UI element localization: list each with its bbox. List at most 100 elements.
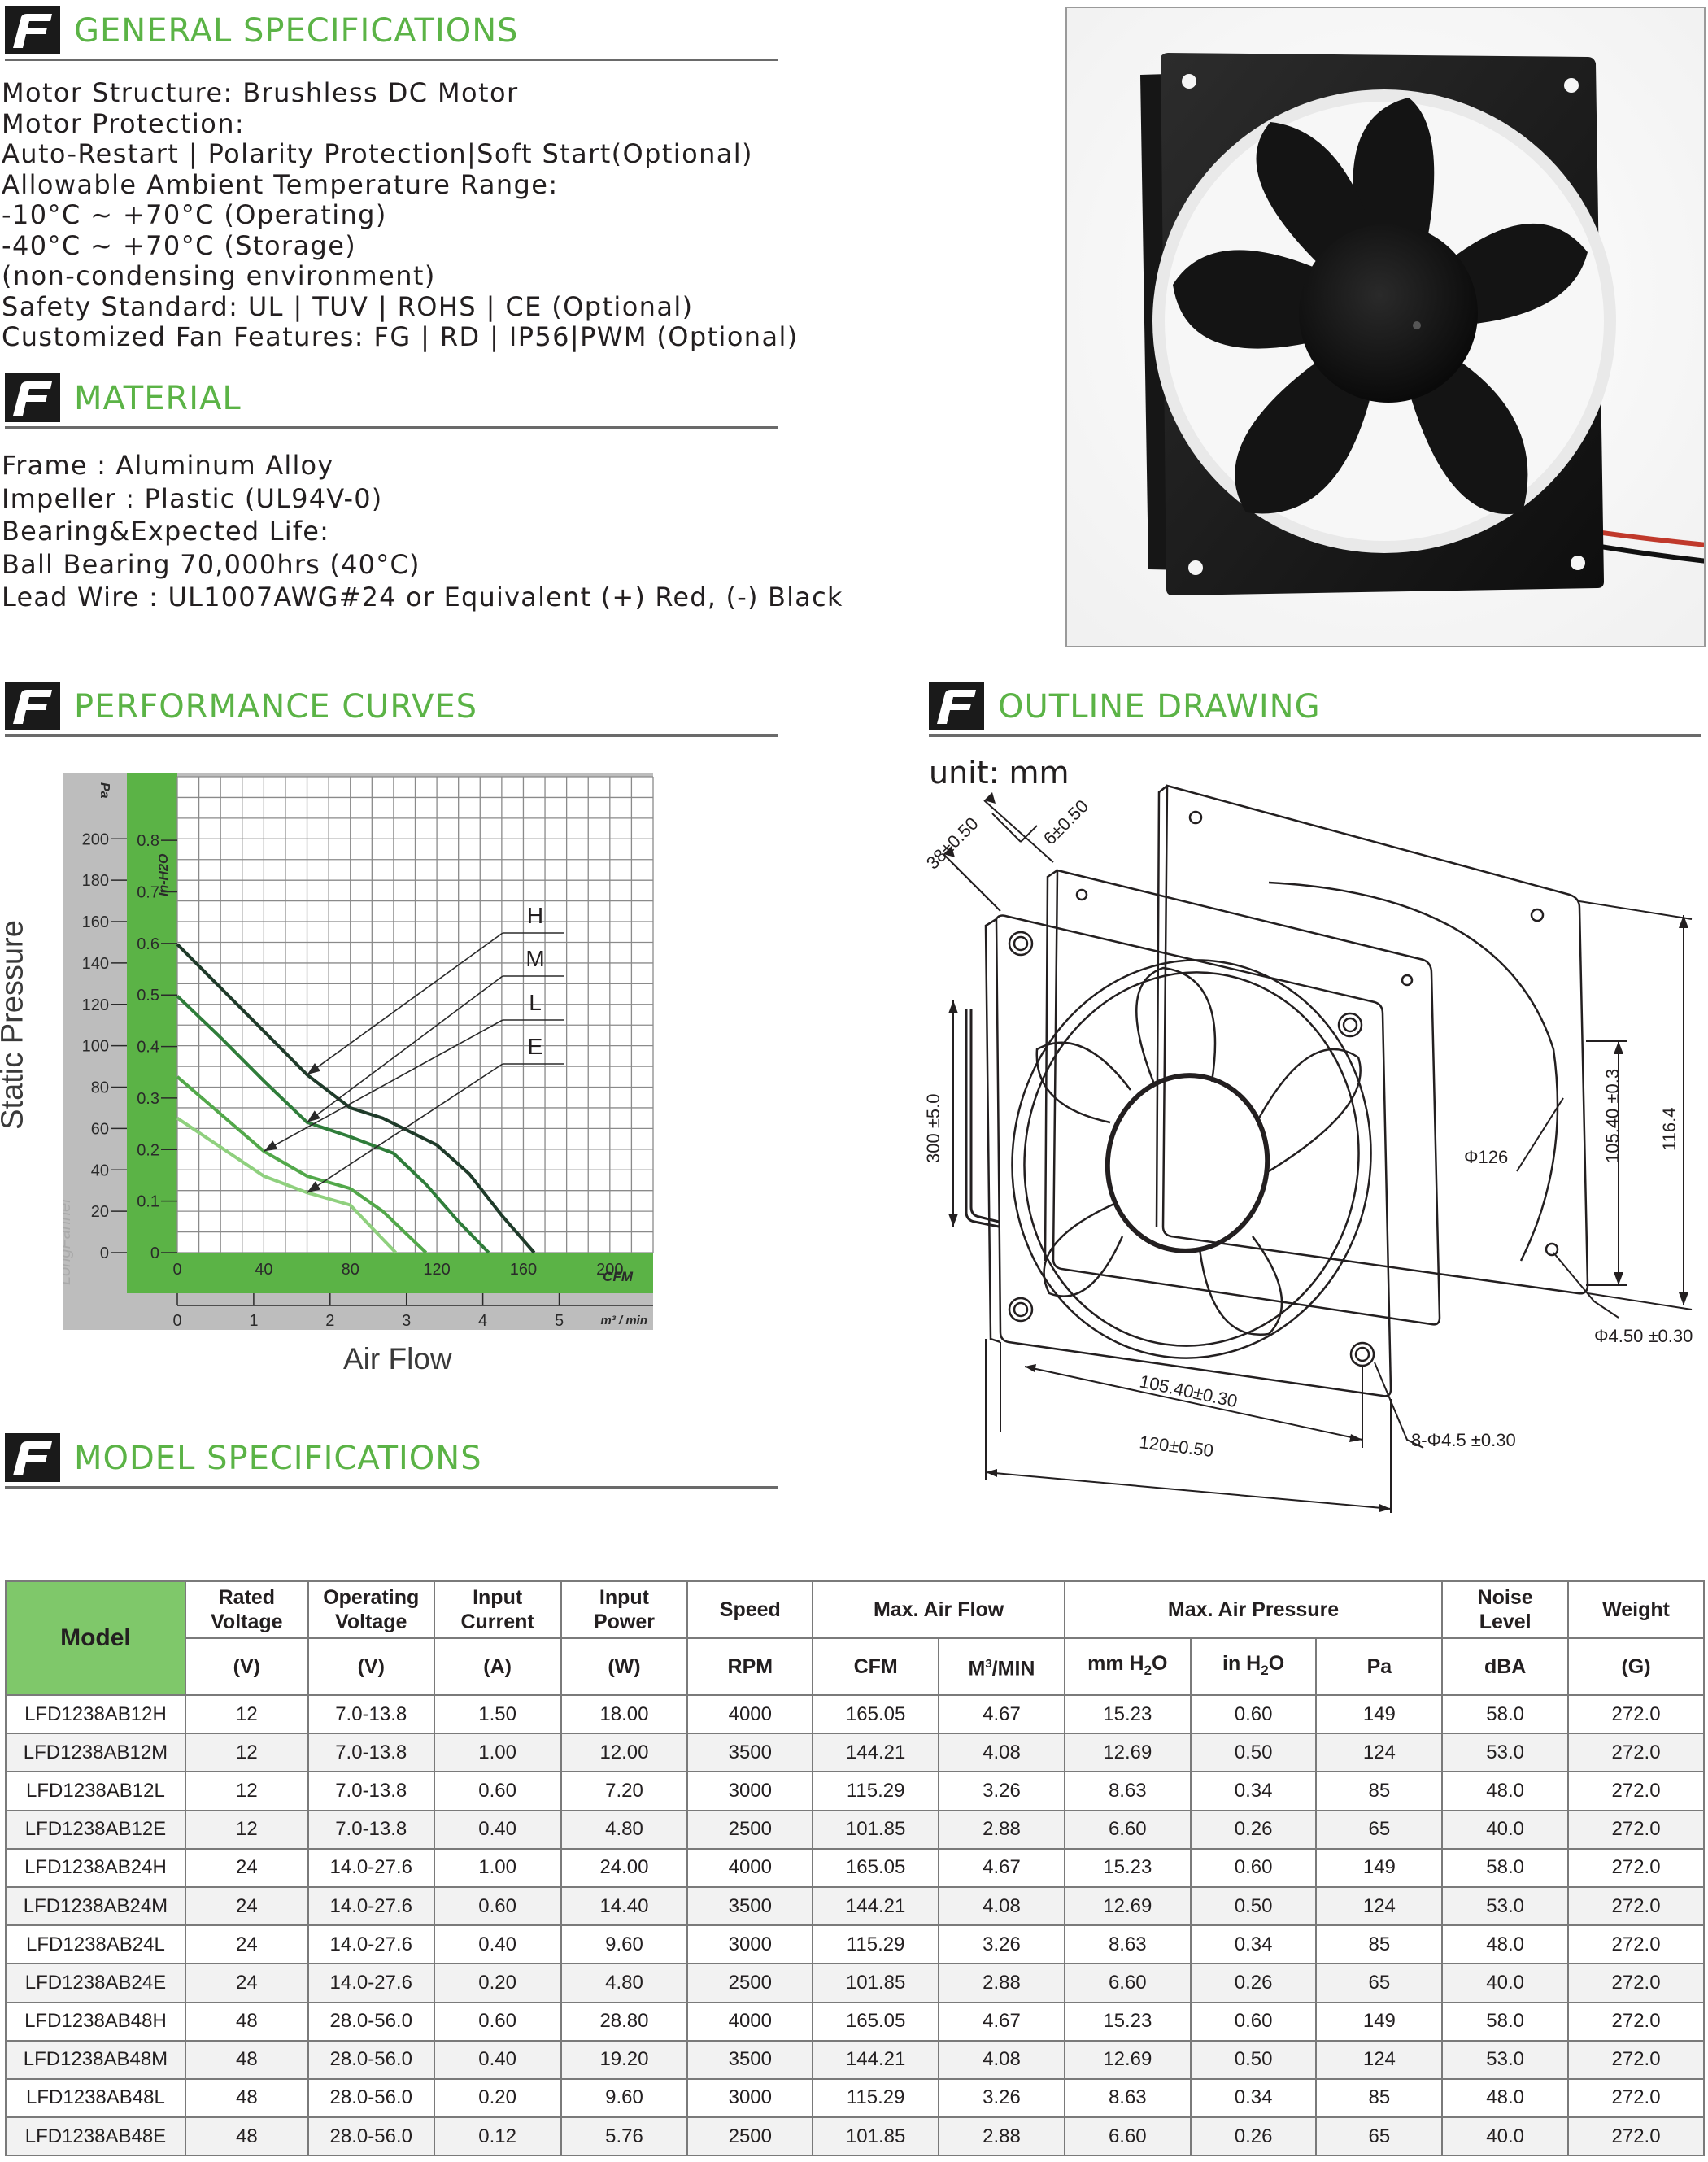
model-name-cell: LFD1238AB24E	[5, 1963, 186, 2003]
table-cell: 272.0	[1567, 1924, 1705, 1965]
table-cell: 2.88	[938, 1809, 1065, 1850]
y-tick-label: 60	[91, 1120, 109, 1138]
model-name-cell: LFD1238AB24M	[5, 1885, 186, 1927]
dim-width: 120±0.50	[1138, 1432, 1214, 1461]
table-cell: 14.0-27.6	[307, 1924, 435, 1965]
table-cell: 0.20	[433, 1963, 562, 2003]
table-cell: 24	[184, 1885, 309, 1927]
table-cell: 3500	[686, 1733, 814, 1773]
dim-depth: 38±0.50	[922, 813, 983, 874]
unit-cell: (W)	[560, 1637, 689, 1696]
table-cell: 28.80	[560, 2001, 689, 2042]
table-cell: 24	[184, 1924, 309, 1965]
legend-label: E	[528, 1034, 543, 1059]
table-cell: 12	[184, 1809, 309, 1850]
table-cell: 24	[184, 1847, 309, 1888]
legend-arrow	[264, 1140, 278, 1152]
model-name-cell: LFD1238AB48L	[5, 2077, 186, 2119]
unit-cell: M3/MIN	[938, 1637, 1065, 1696]
table-cell: 6.60	[1063, 2116, 1192, 2157]
legend-label: H	[527, 903, 543, 928]
table-cell: 5.76	[560, 2116, 689, 2157]
table-cell: 124	[1315, 2039, 1444, 2080]
table-cell: 272.0	[1567, 2001, 1705, 2042]
table-cell: 58.0	[1441, 1693, 1570, 1735]
unit-cell: RPM	[686, 1637, 814, 1696]
table-cell: 3000	[686, 2077, 814, 2119]
table-cell: 272.0	[1567, 2039, 1705, 2080]
table-cell: 14.0-27.6	[307, 1847, 435, 1888]
y2-tick-label: 0	[150, 1244, 159, 1262]
table-cell: 165.05	[812, 1693, 940, 1735]
table-cell: 53.0	[1441, 1885, 1570, 1927]
table-cell: 40.0	[1441, 2116, 1570, 2157]
x-tick-label: 40	[255, 1261, 272, 1279]
x-axis-title: Air Flow	[343, 1342, 452, 1375]
y2-tick-label: 0.2	[137, 1141, 159, 1159]
dim-mount-hole: Φ4.50 ±0.30	[1594, 1326, 1693, 1346]
table-cell: 8.63	[1063, 2077, 1192, 2119]
table-cell: 12.00	[560, 1733, 689, 1773]
table-cell: 4.67	[938, 1847, 1065, 1888]
table-cell: 0.12	[433, 2116, 562, 2157]
legend-label: L	[529, 990, 542, 1015]
y-tick-label: 100	[82, 1038, 109, 1056]
y-tick-label: 20	[91, 1203, 109, 1221]
table-cell: 0.40	[433, 2039, 562, 2080]
table-cell: 2500	[686, 1809, 814, 1850]
table-cell: 0.60	[433, 2001, 562, 2042]
outline-drawing: 38±0.50 6±0.50 300 ±5.0 105.40 ±0.3 116.…	[922, 784, 1693, 1513]
series-line-h	[176, 943, 536, 1254]
table-cell: 12.69	[1063, 1733, 1192, 1773]
table-cell: 7.0-13.8	[307, 1693, 435, 1735]
table-cell: 6.60	[1063, 1809, 1192, 1850]
table-cell: 4.80	[560, 1809, 689, 1850]
model-name-cell: LFD1238AB12E	[5, 1809, 186, 1850]
table-cell: 12.69	[1063, 2039, 1192, 2080]
legend-leader	[263, 1019, 503, 1153]
front-frame-outline	[995, 914, 1392, 1397]
table-cell: 65	[1315, 2116, 1444, 2157]
x2-tick-label: 0	[172, 1312, 181, 1330]
table-cell: 48	[184, 2077, 309, 2119]
table-cell: 272.0	[1567, 1733, 1705, 1773]
table-cell: 12	[184, 1693, 309, 1735]
table-cell: 28.0-56.0	[307, 2116, 435, 2157]
table-cell: 144.21	[812, 2039, 940, 2080]
table-cell: 272.0	[1567, 1885, 1705, 1927]
unit-cell: (A)	[433, 1637, 562, 1696]
table-cell: 0.60	[433, 1771, 562, 1811]
table-cell: 4.67	[938, 2001, 1065, 2042]
table-cell: 4000	[686, 1847, 814, 1888]
y2-tick-label: 0.6	[137, 935, 159, 953]
table-cell: 0.50	[1189, 1885, 1318, 1927]
table-cell: 8.63	[1063, 1924, 1192, 1965]
section-title-general: GENERAL SPECIFICATIONS	[74, 12, 519, 50]
table-cell: 2.88	[938, 2116, 1065, 2157]
table-cell: 7.0-13.8	[307, 1771, 435, 1811]
table-cell: 115.29	[812, 1924, 940, 1965]
table-cell: 272.0	[1567, 1693, 1705, 1735]
table-cell: 3.26	[938, 1924, 1065, 1965]
table-cell: 65	[1315, 1809, 1444, 1850]
general-spec-line: Safety Standard: UL | TUV | ROHS | CE (O…	[2, 290, 694, 322]
table-cell: 48.0	[1441, 2077, 1570, 2119]
table-cell: 12	[184, 1771, 309, 1811]
th-speed: Speed	[686, 1580, 814, 1639]
table-cell: 6.60	[1063, 1963, 1192, 2003]
material-list: Frame : Aluminum Alloy Impeller : Plasti…	[2, 449, 843, 614]
table-cell: 0.34	[1189, 2077, 1318, 2119]
table-cell: 85	[1315, 1924, 1444, 1965]
table-cell: 0.60	[1189, 2001, 1318, 2042]
material-line: Frame : Aluminum Alloy	[2, 450, 334, 481]
table-cell: 4.08	[938, 2039, 1065, 2080]
